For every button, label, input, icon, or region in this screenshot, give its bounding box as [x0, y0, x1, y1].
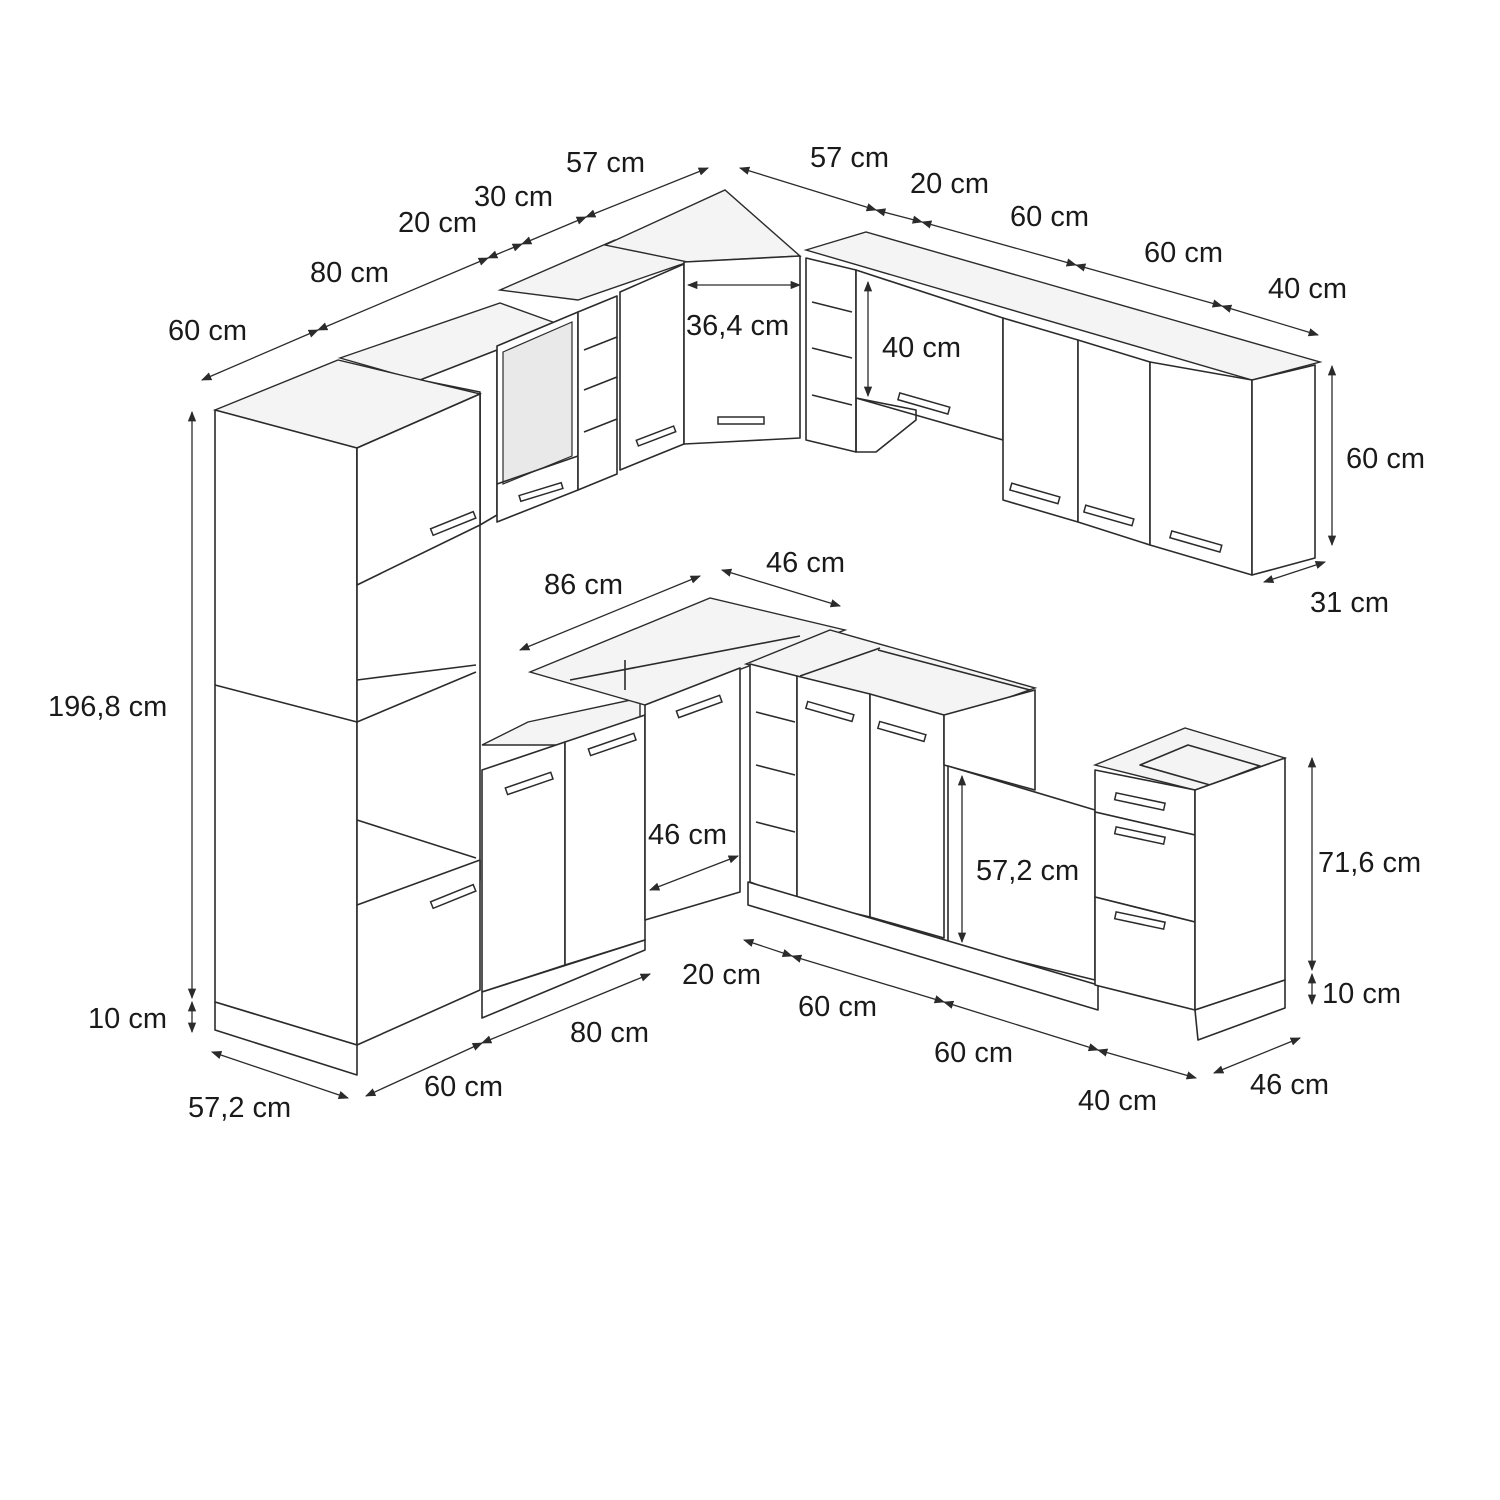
dimension-labels: 60 cm 80 cm 20 cm 30 cm 57 cm 57 cm 20 c…: [48, 142, 1425, 1124]
drawer-2-handle-icon: [1113, 825, 1166, 845]
wall-cabinets-right-run: [803, 231, 1323, 576]
label-upper-left-20: 20 cm: [398, 207, 477, 239]
label-tall-height: 196,8 cm: [48, 691, 167, 723]
label-base-height: 71,6 cm: [1318, 847, 1421, 879]
tall-cabinet: [212, 359, 483, 1076]
base-cabinets-right: [743, 629, 1099, 1011]
wall-cabinets-left-run: [337, 189, 802, 526]
glass-cabinet-handle-icon: [518, 481, 564, 503]
label-corner-base-46-inner: 46 cm: [648, 819, 727, 851]
drawer-1-handle-icon: [1113, 791, 1166, 811]
label-upper-left-57: 57 cm: [566, 147, 645, 179]
base-door-1-handle-icon: [504, 771, 554, 796]
label-base-right-60a: 60 cm: [798, 991, 877, 1023]
tall-flap-handle-icon: [429, 510, 477, 537]
tall-bottom-door-handle-icon: [429, 883, 477, 910]
label-base-right-20: 20 cm: [682, 959, 761, 991]
label-upper-left-80: 80 cm: [310, 257, 389, 289]
label-corner-wall-width: 36,4 cm: [686, 310, 789, 342]
wall-door-left-handle-icon: [1008, 482, 1061, 505]
drawer-base-cabinet: [1092, 727, 1288, 1041]
label-upper-right-60b: 60 cm: [1144, 237, 1223, 269]
glass-cabinet-rail: [496, 455, 579, 485]
dimension-lines: [187, 166, 1337, 1099]
corner-base-handle-icon: [675, 694, 723, 719]
label-base-right-60b: 60 cm: [934, 1037, 1013, 1069]
label-base-plinth: 10 cm: [1322, 978, 1401, 1010]
flap-cabinet-handle-icon: [896, 392, 951, 415]
label-upper-right-20: 20 cm: [910, 168, 989, 200]
drawer-3-handle-icon: [1113, 910, 1166, 930]
label-sink-door-height: 57,2 cm: [976, 855, 1079, 887]
label-upper-right-40: 40 cm: [1268, 273, 1347, 305]
base-right-door-1-handle-icon: [804, 700, 855, 723]
label-wall-flap-height: 40 cm: [882, 332, 961, 364]
label-upper-left-60: 60 cm: [168, 315, 247, 347]
label-wall-height: 60 cm: [1346, 443, 1425, 475]
base-cabinets-left: [481, 697, 646, 1019]
wall-door-right-handle-icon: [1082, 504, 1135, 527]
label-upper-left-30: 30 cm: [474, 181, 553, 213]
wall-cabinet-30-handle-icon: [635, 425, 677, 447]
label-tall-plinth: 10 cm: [88, 1003, 167, 1035]
label-base-left-80: 80 cm: [570, 1017, 649, 1049]
label-base-right-40: 40 cm: [1078, 1085, 1157, 1117]
base-door-2-handle-icon: [587, 732, 637, 757]
label-base-left-60: 60 cm: [424, 1071, 503, 1103]
wall-end-cabinet-handle-icon: [1168, 530, 1223, 553]
label-corner-base-46-top: 46 cm: [766, 547, 845, 579]
label-upper-right-57: 57 cm: [810, 142, 889, 174]
label-corner-base-86: 86 cm: [544, 569, 623, 601]
base-right-door-2-handle-icon: [876, 720, 927, 743]
label-base-depth: 46 cm: [1250, 1069, 1329, 1101]
label-wall-depth: 31 cm: [1310, 587, 1389, 619]
label-tall-depth: 57,2 cm: [188, 1092, 291, 1124]
corner-wall-cabinet-handle-icon: [717, 416, 765, 425]
label-upper-right-60a: 60 cm: [1010, 201, 1089, 233]
